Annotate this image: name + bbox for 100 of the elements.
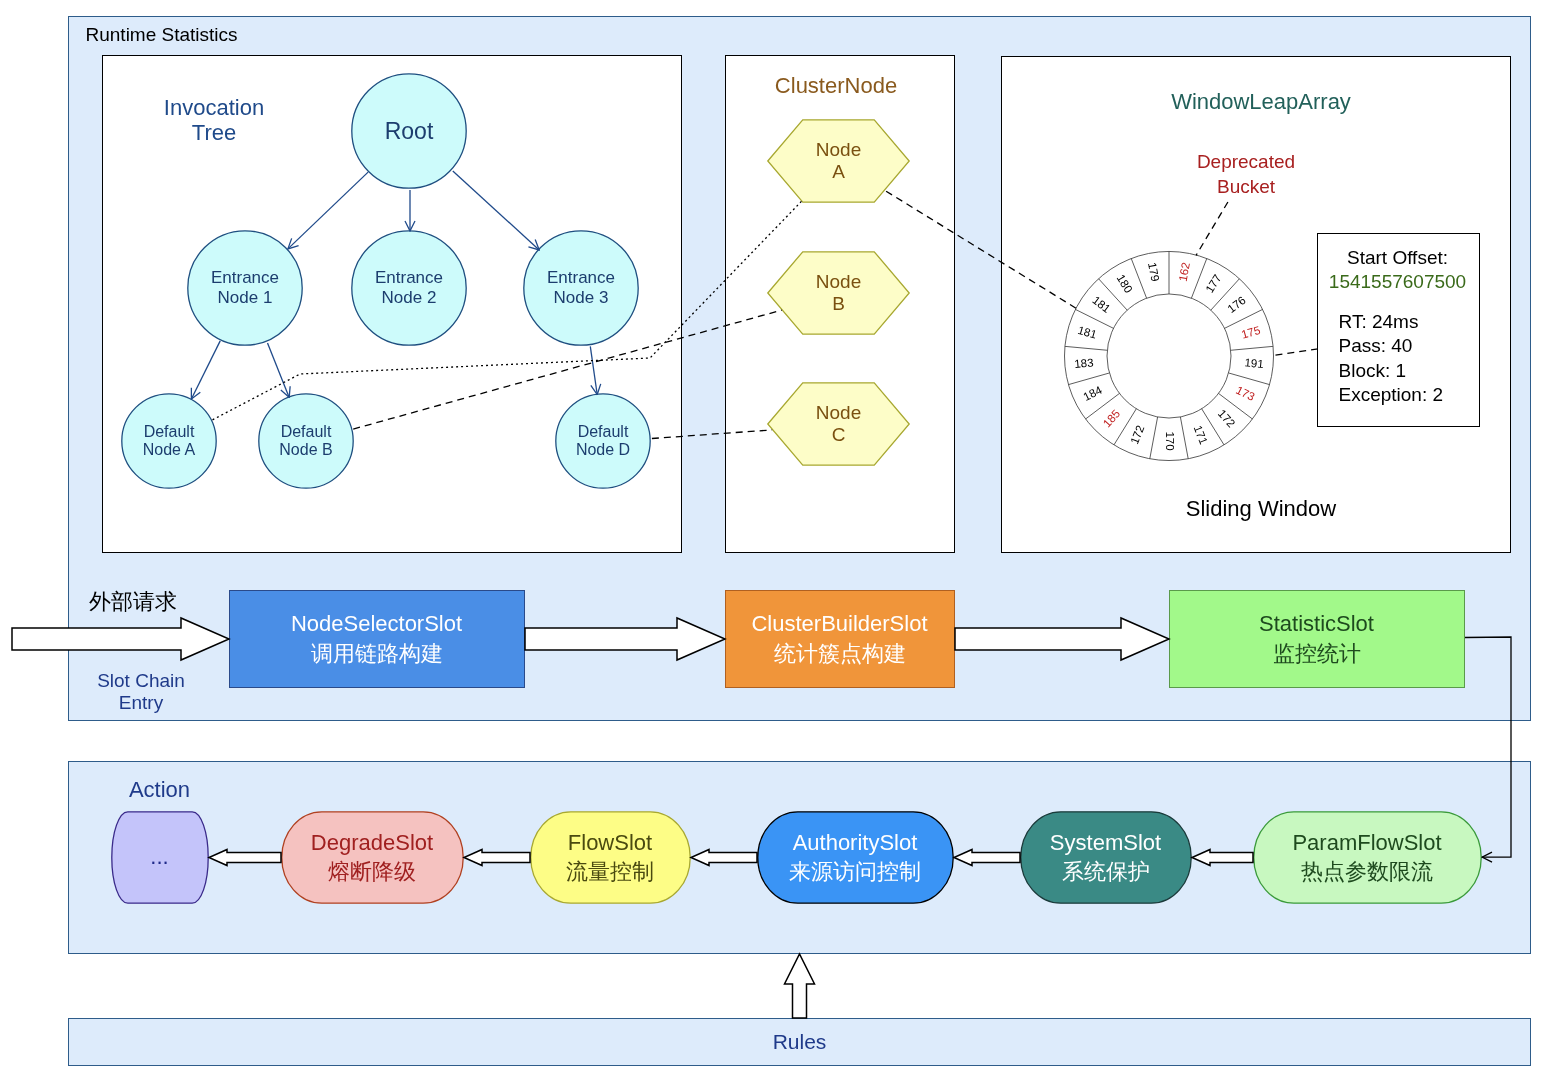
slot-label: StatisticSlot [1259, 611, 1374, 637]
panel [724, 54, 955, 553]
cluster-node-hexagon [767, 382, 910, 466]
tree-node-circle [523, 230, 639, 346]
segment-number: 181 [1090, 294, 1113, 316]
slot-label: DegradeSlot [310, 829, 434, 855]
dotted-line [211, 200, 803, 421]
slot-label: 热点参数限流 [1301, 859, 1433, 885]
node-label: Default Node B [278, 422, 334, 460]
dashed-line [1195, 201, 1229, 256]
tree-node-circle [187, 230, 303, 346]
node-label: Node B [814, 271, 863, 315]
node-label: Entrance Node 1 [209, 268, 280, 308]
info-text: Start Offset: [1347, 246, 1448, 269]
slot-label: AuthoritySlot [792, 829, 918, 855]
panel-title: WindowLeapArray [1171, 89, 1351, 115]
info-text: Block: 1 [1338, 359, 1407, 382]
segment-number: 172 [1129, 424, 1148, 447]
panel-title: Action [128, 776, 191, 803]
slot-label: 熔断降级 [328, 859, 416, 885]
arrow [589, 345, 602, 396]
segment-number: 185 [1101, 407, 1123, 430]
block-arrow [207, 848, 282, 867]
info-text: Pass: 40 [1338, 334, 1413, 357]
arrow [1464, 636, 1512, 863]
segment-number: 172 [1215, 407, 1237, 430]
tree-node-circle [121, 393, 217, 489]
block-arrow [954, 616, 1171, 662]
node-label: Node A [814, 139, 863, 183]
segment-number: 171 [1190, 424, 1209, 447]
panel [1000, 55, 1511, 553]
annotation-text: Slot Chain Entry [96, 670, 186, 714]
arrow [452, 170, 540, 251]
slot-label: NodeSelectorSlot [290, 611, 463, 637]
slot-label: FlowSlot [567, 829, 653, 855]
slot-box [1168, 589, 1465, 688]
info-text: RT: 24ms [1338, 310, 1419, 333]
segment-number: 162 [1177, 261, 1193, 283]
segment-number: 183 [1074, 357, 1095, 371]
info-text: Exception: 2 [1338, 383, 1444, 406]
segment-number: 191 [1243, 357, 1264, 371]
node-label: Node C [814, 402, 863, 446]
slot-label: 流量控制 [566, 859, 654, 885]
slot-label: 调用链路构建 [310, 640, 443, 666]
rules-band [68, 1018, 1531, 1066]
node-label: Entrance Node 3 [545, 268, 616, 308]
info-text: 1541557607500 [1328, 270, 1467, 293]
slot-label: 系统保护 [1061, 859, 1150, 885]
node-label: Entrance Node 2 [373, 268, 444, 308]
slot-label: ClusterBuilderSlot [751, 611, 928, 637]
slot-label: 监控统计 [1272, 640, 1361, 666]
bucket-ring-drawing [1064, 251, 1274, 461]
panel [68, 16, 1531, 721]
segment-number: 176 [1225, 294, 1248, 316]
cluster-node-hexagon [767, 251, 910, 335]
block-arrow [689, 848, 758, 867]
arrow [404, 189, 416, 232]
segment-number: 184 [1081, 384, 1105, 404]
panel-title: ClusterNode [774, 73, 898, 99]
block-arrow [783, 952, 816, 1019]
panel [68, 761, 1531, 954]
block-arrow [462, 848, 531, 867]
callout-text: Deprecated Bucket [1186, 149, 1306, 201]
block-arrow [952, 848, 1021, 867]
slot-label: SystemSlot [1049, 829, 1162, 855]
slot-label: ... [150, 844, 169, 870]
segment-number: 179 [1145, 261, 1161, 283]
slot-box [724, 589, 955, 688]
node-label: Default Node D [574, 422, 632, 460]
segment-number: 180 [1114, 272, 1135, 295]
annotation-text: 外部请求 [89, 589, 177, 615]
node-label: Rules [772, 1029, 827, 1055]
slot-box [228, 589, 525, 688]
panel-title: Sliding Window [1185, 496, 1337, 522]
segment-number: 177 [1203, 272, 1224, 295]
slot-label: 统计簇点构建 [773, 640, 906, 666]
dashed-line [352, 309, 783, 430]
panel-title: Invocation Tree [162, 94, 266, 146]
node-label: Root [384, 117, 434, 145]
tree-node-circle [351, 73, 467, 189]
panel [101, 54, 682, 553]
segment-number: 181 [1076, 324, 1099, 341]
tree-node-circle [258, 393, 354, 489]
node-label: Default Node A [141, 422, 197, 460]
arrow [190, 340, 221, 400]
cluster-node-hexagon [767, 119, 910, 203]
tree-node-circle [351, 230, 467, 346]
dashed-line [1274, 348, 1319, 356]
tree-node-circle [555, 393, 651, 489]
info-box [1317, 233, 1480, 427]
segment-number: 175 [1239, 324, 1262, 341]
block-arrow [1190, 848, 1254, 867]
arrow [266, 342, 291, 399]
arrow [287, 171, 369, 250]
panel-title: Runtime Statistics [85, 23, 238, 46]
block-arrow [11, 616, 231, 662]
block-arrow [524, 616, 727, 662]
slot-label: ParamFlowSlot [1292, 829, 1442, 855]
segment-number: 170 [1163, 431, 1175, 451]
slot-pill [110, 810, 209, 904]
